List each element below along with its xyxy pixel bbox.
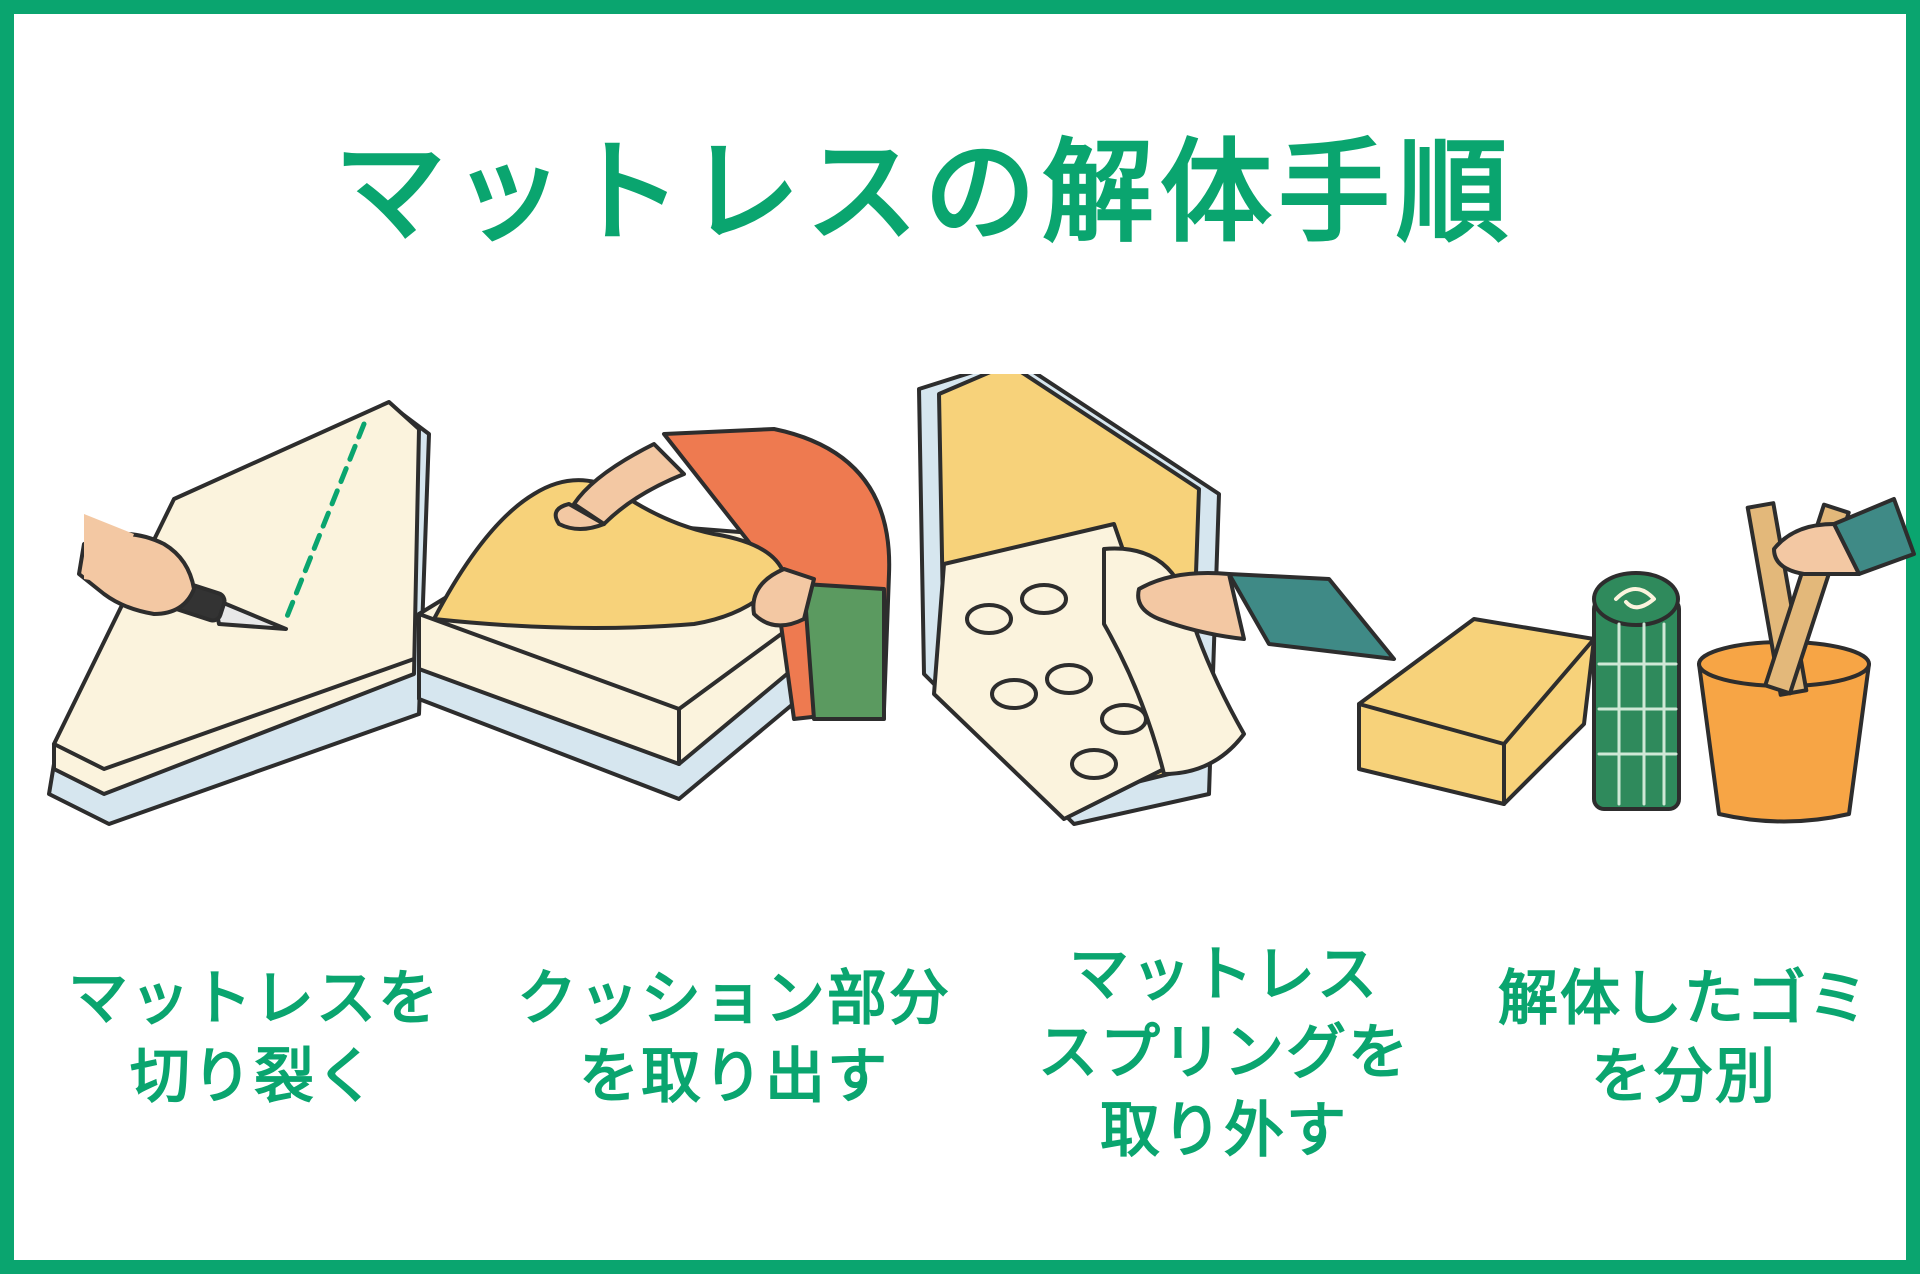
mattress-cutting-icon <box>47 400 431 826</box>
step-1-caption-line-2: 切り裂く <box>130 1042 378 1112</box>
step-3-caption-line-2: スプリングを <box>1038 1018 1410 1088</box>
step-1-caption-line-1: マットレスを <box>68 964 440 1034</box>
step-2-caption: クッション部分 を取り出す <box>484 960 984 1116</box>
step-3-caption-line-1: マットレス <box>1069 940 1379 1010</box>
step-2-caption-line-2: を取り出す <box>579 1042 889 1112</box>
step-3-caption: マットレス スプリングを 取り外す <box>1004 936 1444 1170</box>
step-3-caption-line-3: 取り外す <box>1100 1096 1348 1166</box>
step-4-caption-line-2: を分別 <box>1591 1042 1777 1112</box>
waste-sorting-icon <box>1357 497 1916 824</box>
page-title: マットレスの解体手順 <box>334 128 1514 258</box>
step-4-caption-line-1: 解体したゴミ <box>1498 964 1870 1034</box>
step-2-caption-line-1: クッション部分 <box>517 964 951 1034</box>
steps-illustration <box>47 374 1916 826</box>
spring-removal-icon <box>917 374 1396 826</box>
step-4-caption: 解体したゴミ を分別 <box>1464 960 1904 1116</box>
cushion-removal-icon <box>417 427 892 801</box>
step-1-caption: マットレスを 切り裂く <box>44 960 464 1116</box>
